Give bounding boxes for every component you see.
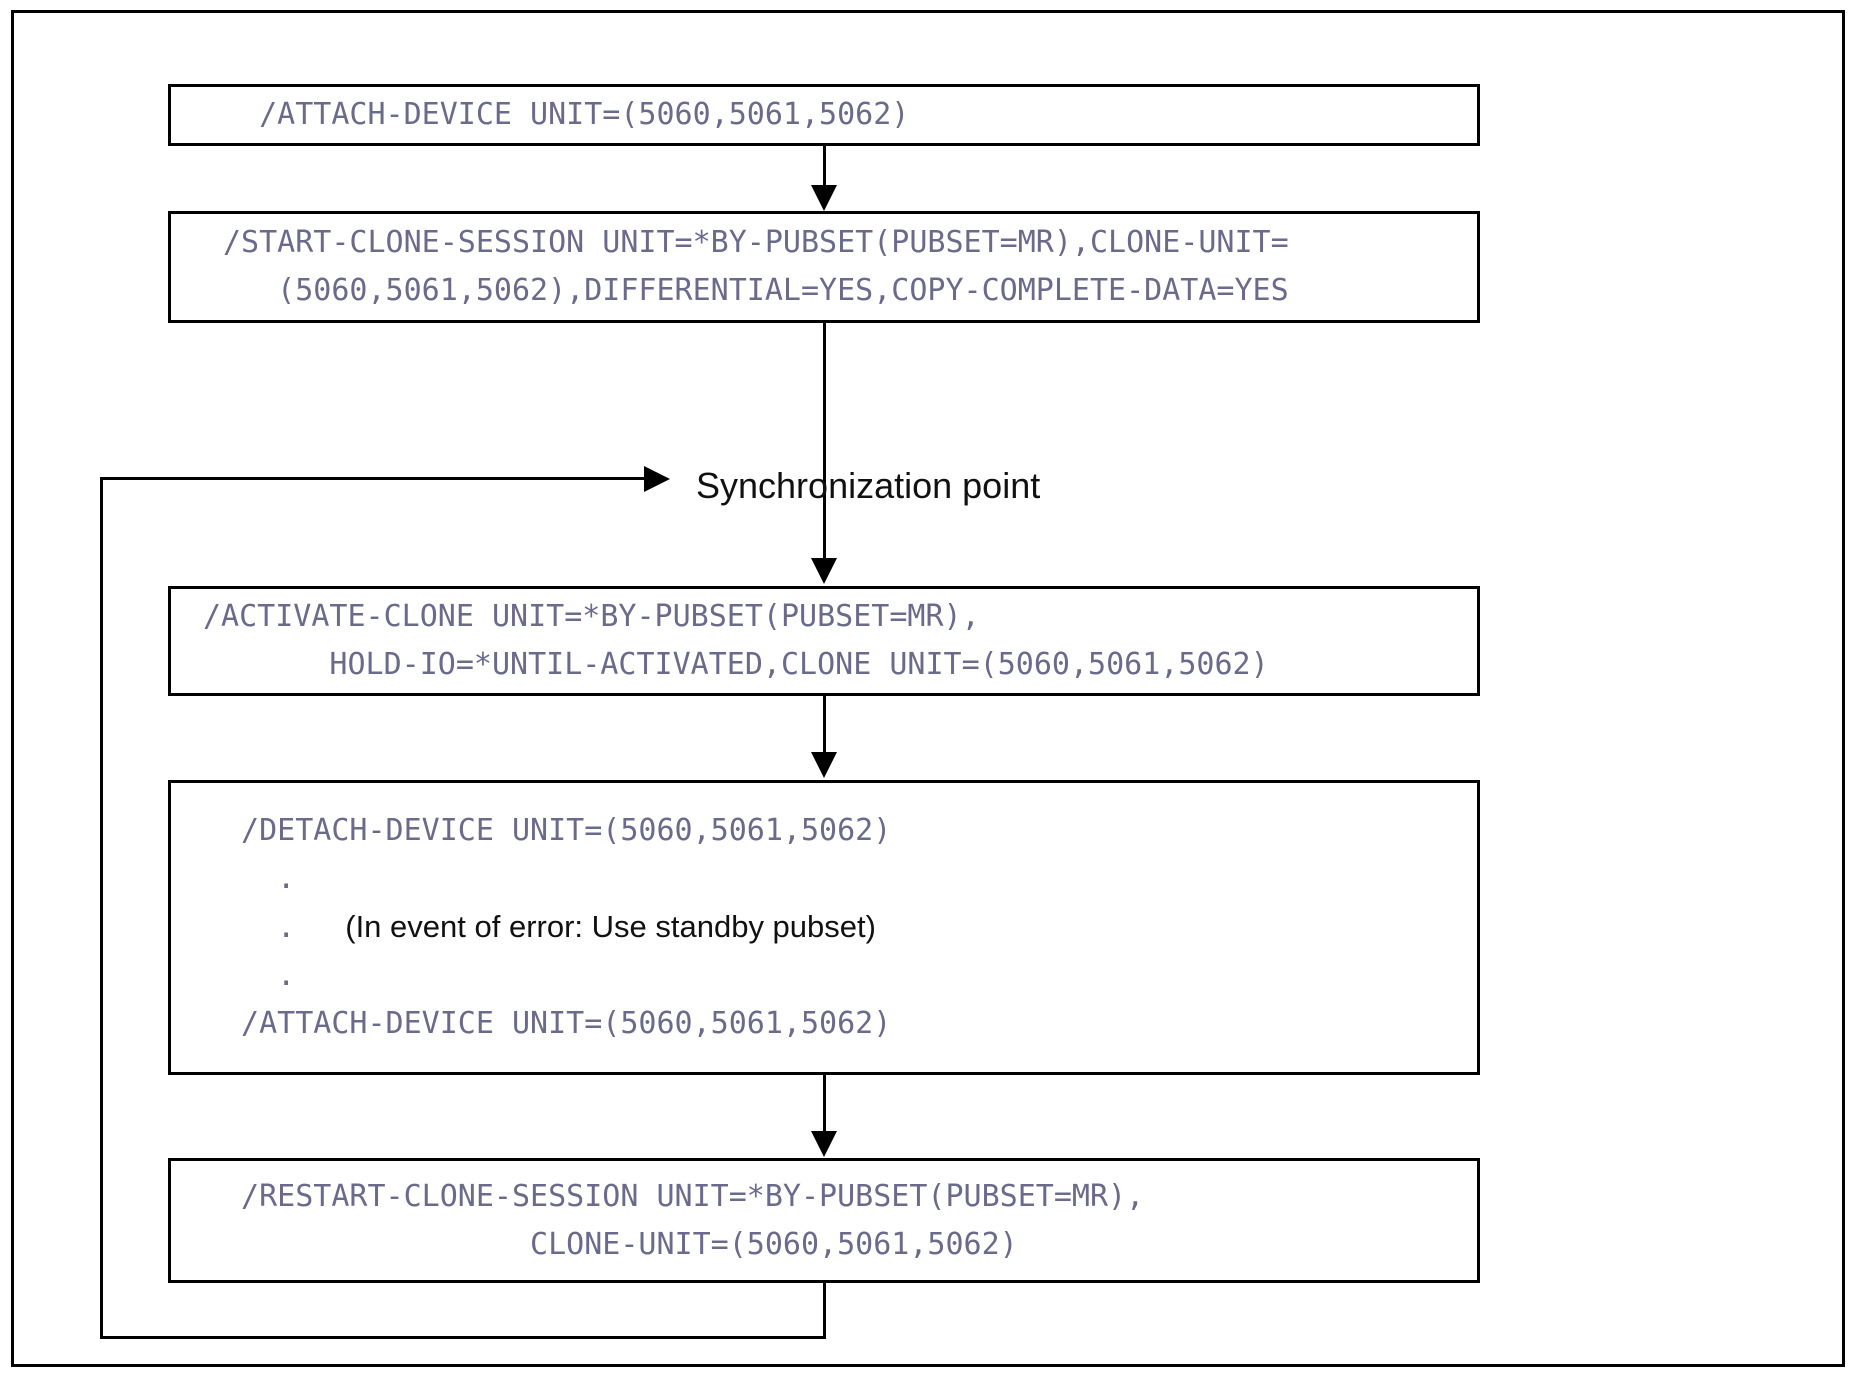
feedback-loop-down-segment (823, 1283, 826, 1339)
box-detach-line-2: . (223, 861, 296, 896)
box-activate-clone-line-2: HOLD-IO=*UNTIL-ACTIVATED,CLONE UNIT=(506… (203, 647, 1269, 682)
box-detach-line-4: . (223, 958, 296, 993)
box-detach-attach-device: /DETACH-DEVICE UNIT=(5060,5061,5062) . .… (168, 780, 1480, 1075)
box-attach-device-line-1: /ATTACH-DEVICE UNIT=(5060,5061,5062) (223, 97, 910, 132)
box-activate-clone-line-1: /ACTIVATE-CLONE UNIT=*BY-PUBSET(PUBSET=M… (203, 599, 980, 634)
box-start-clone-session-line-1: /START-CLONE-SESSION UNIT=*BY-PUBSET(PUB… (223, 225, 1289, 260)
arrowhead-detach-to-restart (811, 1131, 837, 1157)
synchronization-point-label: Synchronization point (696, 465, 1041, 506)
box-start-clone-session-line-2: (5060,5061,5062),DIFFERENTIAL=YES,COPY-C… (223, 273, 1289, 308)
connector-detach-to-restart (823, 1075, 826, 1137)
connector-attach-to-start (823, 146, 826, 194)
box-start-clone-session: /START-CLONE-SESSION UNIT=*BY-PUBSET(PUB… (168, 211, 1480, 323)
box-detach-line-5: /ATTACH-DEVICE UNIT=(5060,5061,5062) (223, 1006, 892, 1041)
arrowhead-feedback-to-sync (644, 466, 670, 492)
feedback-loop-bottom-segment (100, 1336, 826, 1339)
diagram-outer-frame (11, 10, 1845, 1367)
box-restart-clone-session-line-1: /RESTART-CLONE-SESSION UNIT=*BY-PUBSET(P… (223, 1178, 1145, 1214)
box-detach-line-1: /DETACH-DEVICE UNIT=(5060,5061,5062) (223, 813, 892, 848)
box-restart-clone-session-line-2: CLONE-UNIT=(5060,5061,5062) (223, 1226, 1018, 1262)
box-restart-clone-session: /RESTART-CLONE-SESSION UNIT=*BY-PUBSET(P… (168, 1158, 1480, 1283)
arrowhead-attach-to-start (811, 185, 837, 211)
feedback-loop-left-segment (100, 477, 103, 1339)
box-detach-error-note: (In event of error: Use standby pubset) (345, 909, 876, 944)
connector-start-to-activate (823, 323, 826, 475)
connector-activate-to-detach (823, 696, 826, 758)
box-attach-device: /ATTACH-DEVICE UNIT=(5060,5061,5062) (168, 84, 1480, 146)
connector-sync-to-activate (823, 475, 826, 567)
arrowhead-activate-to-detach (811, 752, 837, 778)
feedback-loop-top-segment (100, 477, 648, 480)
box-activate-clone: /ACTIVATE-CLONE UNIT=*BY-PUBSET(PUBSET=M… (168, 586, 1480, 696)
arrowhead-sync-to-activate (811, 558, 837, 584)
box-detach-line-3: . (223, 910, 296, 945)
